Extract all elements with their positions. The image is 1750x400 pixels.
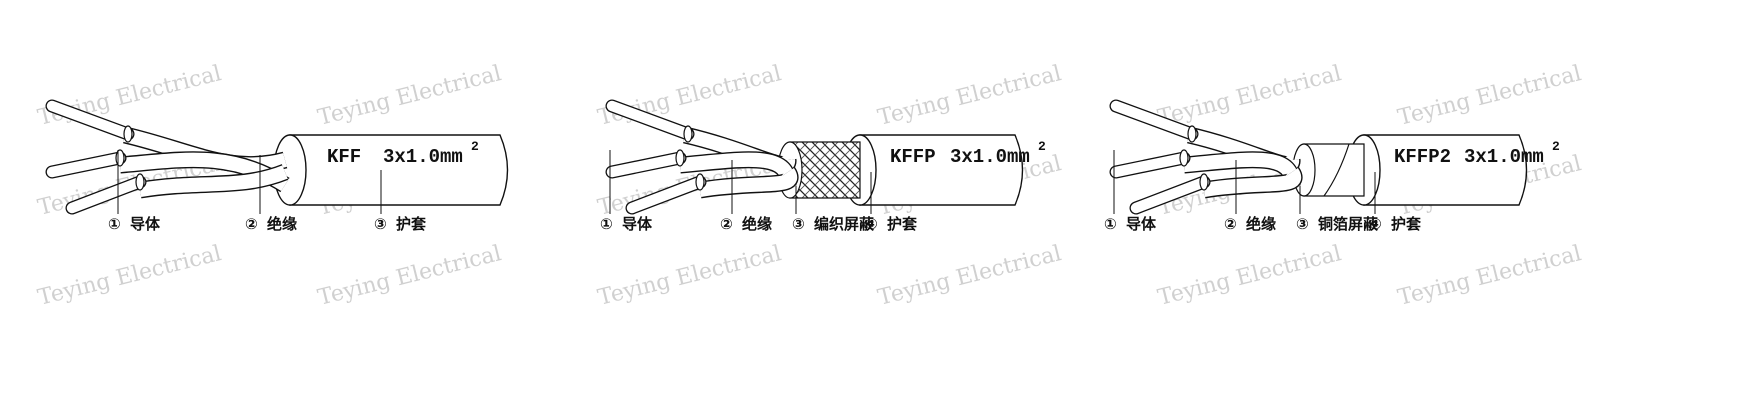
conductor (1110, 152, 1190, 178)
watermark-text: Teying Electrical (1395, 241, 1583, 311)
conductor (1130, 176, 1210, 214)
cable-spec-superscript: 2 (471, 139, 479, 154)
watermark-text: Teying Electrical (35, 61, 223, 131)
insulation-core (1202, 168, 1302, 198)
watermark-text: Teying Electrical (315, 61, 503, 131)
cable-model-label: KFFP2 (1394, 146, 1451, 168)
insulation-edge (695, 173, 705, 191)
component-label: 编织屏蔽 (814, 215, 875, 233)
insulation-edge (135, 173, 145, 191)
component-number: ② (245, 216, 258, 233)
component-label: 绝缘 (267, 215, 297, 233)
conductor (46, 152, 126, 178)
insulation-edge (1179, 149, 1189, 167)
conductor (1110, 100, 1198, 140)
sheath (859, 134, 1024, 206)
cable-model-label: KFF (327, 146, 361, 168)
conductor (46, 100, 134, 140)
insulation-edge (675, 149, 685, 167)
cable-spec-label: 3x1.0mm (950, 146, 1030, 168)
watermark-text: Teying Electrical (35, 241, 223, 311)
insulation-core (698, 168, 798, 198)
component-number: ③ (1296, 216, 1309, 233)
conductor (606, 100, 694, 140)
watermark-text: Teying Electrical (1155, 241, 1343, 311)
insulation-core (138, 165, 288, 198)
sheath (1363, 134, 1528, 206)
component-number: ② (720, 216, 733, 233)
component-number: ① (108, 216, 121, 233)
component-number: ③ (374, 216, 387, 233)
watermark-text: Teying Electrical (595, 61, 783, 131)
insulation-edge (1199, 173, 1209, 191)
cable-model-label: KFFP (890, 146, 936, 168)
watermark-text: Teying Electrical (1395, 61, 1583, 131)
component-number: ④ (865, 216, 878, 233)
component-number: ① (600, 216, 613, 233)
component-label: 护套 (396, 215, 427, 233)
insulation-edge (123, 125, 133, 143)
component-number: ① (1104, 216, 1117, 233)
component-label: 护套 (887, 215, 918, 233)
watermark-text: Teying Electrical (315, 241, 503, 311)
foil-seam (1323, 143, 1350, 197)
component-label: 绝缘 (1246, 215, 1276, 233)
conductor (606, 152, 686, 178)
conductor (626, 176, 706, 214)
cable-1: KFF 3x1.0mm 2 ① 导体 ② 绝缘 ③ 护套 (45, 99, 509, 233)
component-label: 铜箔屏蔽 (1318, 215, 1379, 233)
conductor (66, 176, 146, 214)
sheath (289, 134, 509, 206)
component-number: ④ (1369, 216, 1382, 233)
component-number: ② (1224, 216, 1237, 233)
watermark-text: Teying Electrical (595, 241, 783, 311)
component-label: 绝缘 (742, 215, 772, 233)
component-label: 护套 (1391, 215, 1422, 233)
cable-spec-label: 3x1.0mm (1464, 146, 1544, 168)
component-label: 导体 (1126, 215, 1157, 233)
watermark-text: Teying Electrical (1155, 61, 1343, 131)
watermark-text: Teying Electrical (875, 241, 1063, 311)
watermark-text: Teying Electrical (875, 61, 1063, 131)
insulation-edge (683, 125, 693, 143)
insulation-edge (1187, 125, 1197, 143)
cable-spec-label: 3x1.0mm (383, 146, 463, 168)
component-label: 导体 (130, 215, 161, 233)
component-label: 导体 (622, 215, 653, 233)
component-number: ③ (792, 216, 805, 233)
cable-spec-superscript: 2 (1038, 139, 1046, 154)
cable-spec-superscript: 2 (1552, 139, 1560, 154)
insulation-edge (115, 149, 125, 167)
